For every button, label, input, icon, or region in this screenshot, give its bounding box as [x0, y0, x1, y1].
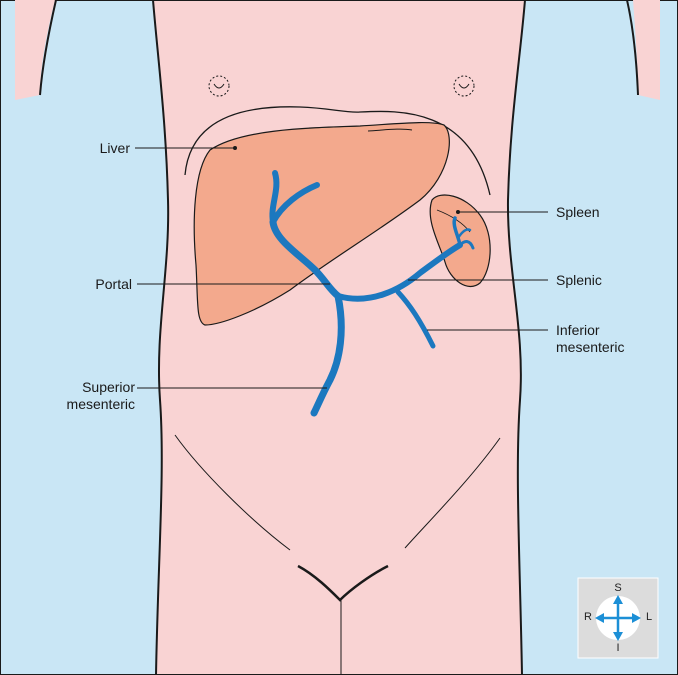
compass-left-label: L — [643, 611, 655, 623]
label-inferior-mesenteric: Inferior mesenteric — [556, 322, 624, 356]
label-liver: Liver — [60, 140, 130, 157]
label-spleen: Spleen — [556, 204, 600, 221]
spleen-leader-dot — [456, 210, 460, 214]
compass-inferior-label: I — [612, 642, 624, 654]
compass-right-label: R — [582, 611, 594, 623]
label-superior-mesenteric: Superior mesenteric — [45, 379, 135, 413]
label-portal: Portal — [60, 276, 132, 293]
label-splenic: Splenic — [556, 272, 602, 289]
compass-superior-label: S — [612, 582, 624, 594]
liver-leader-dot — [233, 146, 237, 150]
